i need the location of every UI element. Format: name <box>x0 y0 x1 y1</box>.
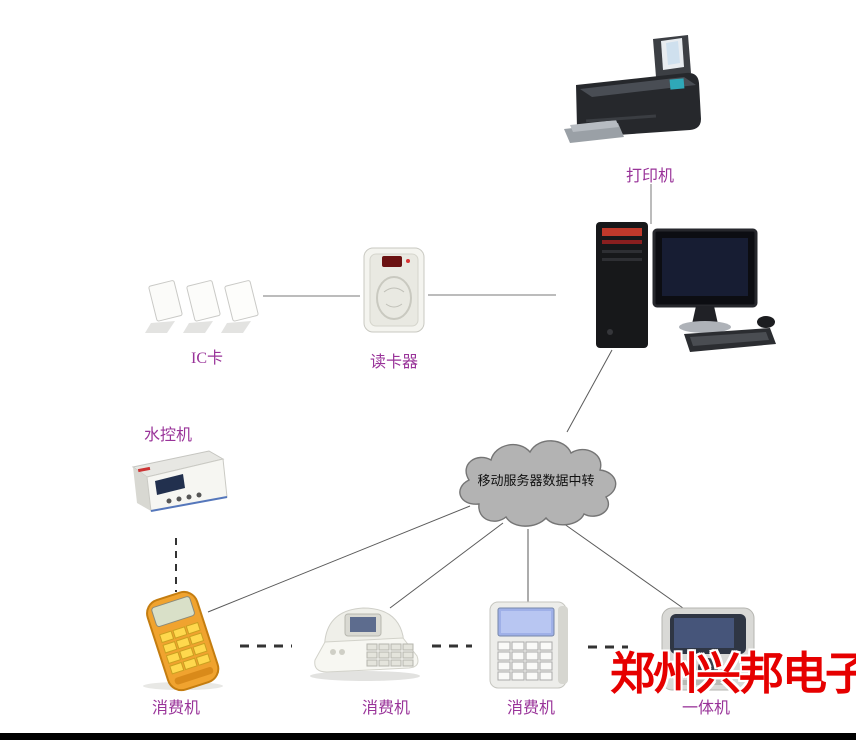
card-reader-icon <box>363 247 425 333</box>
watermark-text: 郑州兴邦电子 <box>610 649 856 699</box>
cloud-label: 移动服务器数据中转 <box>477 473 595 488</box>
cloud-node: 移动服务器数据中转 <box>447 426 625 536</box>
pos1-label: 消费机 <box>151 700 201 717</box>
water-controller-label: 水控机 <box>143 427 193 444</box>
water-controller-icon <box>131 450 228 512</box>
printer-icon <box>564 35 701 143</box>
line-cloud-to-pos2 <box>389 522 504 609</box>
line-cloud-to-pos4 <box>559 520 691 614</box>
printer-node <box>558 33 713 160</box>
all-in-one-icon <box>661 607 755 691</box>
ic-cards-node <box>145 275 270 342</box>
computer-node <box>588 212 778 365</box>
printer-label: 打印机 <box>625 168 675 185</box>
computer-icon <box>596 222 776 352</box>
cloud-icon <box>459 440 617 527</box>
pos3-node <box>478 600 578 697</box>
pos2-node <box>305 598 427 688</box>
line-computer-to-cloud <box>566 349 613 433</box>
pos3-label: 消费机 <box>506 700 556 717</box>
pos-terminal-icon <box>489 601 568 689</box>
card-reader-node <box>362 246 426 341</box>
pos1-node <box>133 590 233 697</box>
pos2-label: 消费机 <box>361 700 411 717</box>
pos4-label: 一体机 <box>681 700 731 717</box>
bottom-border-bar <box>0 733 856 740</box>
line-cloud-to-pos1 <box>207 505 471 613</box>
pos4-node <box>652 606 764 699</box>
pos-handheld-icon <box>143 590 223 692</box>
ic-card-icon <box>145 280 259 333</box>
ic-cards-label: IC卡 <box>190 350 224 367</box>
water-controller-node <box>125 445 230 530</box>
card-reader-label: 读卡器 <box>369 354 419 371</box>
pos-desktop-icon <box>310 607 420 681</box>
